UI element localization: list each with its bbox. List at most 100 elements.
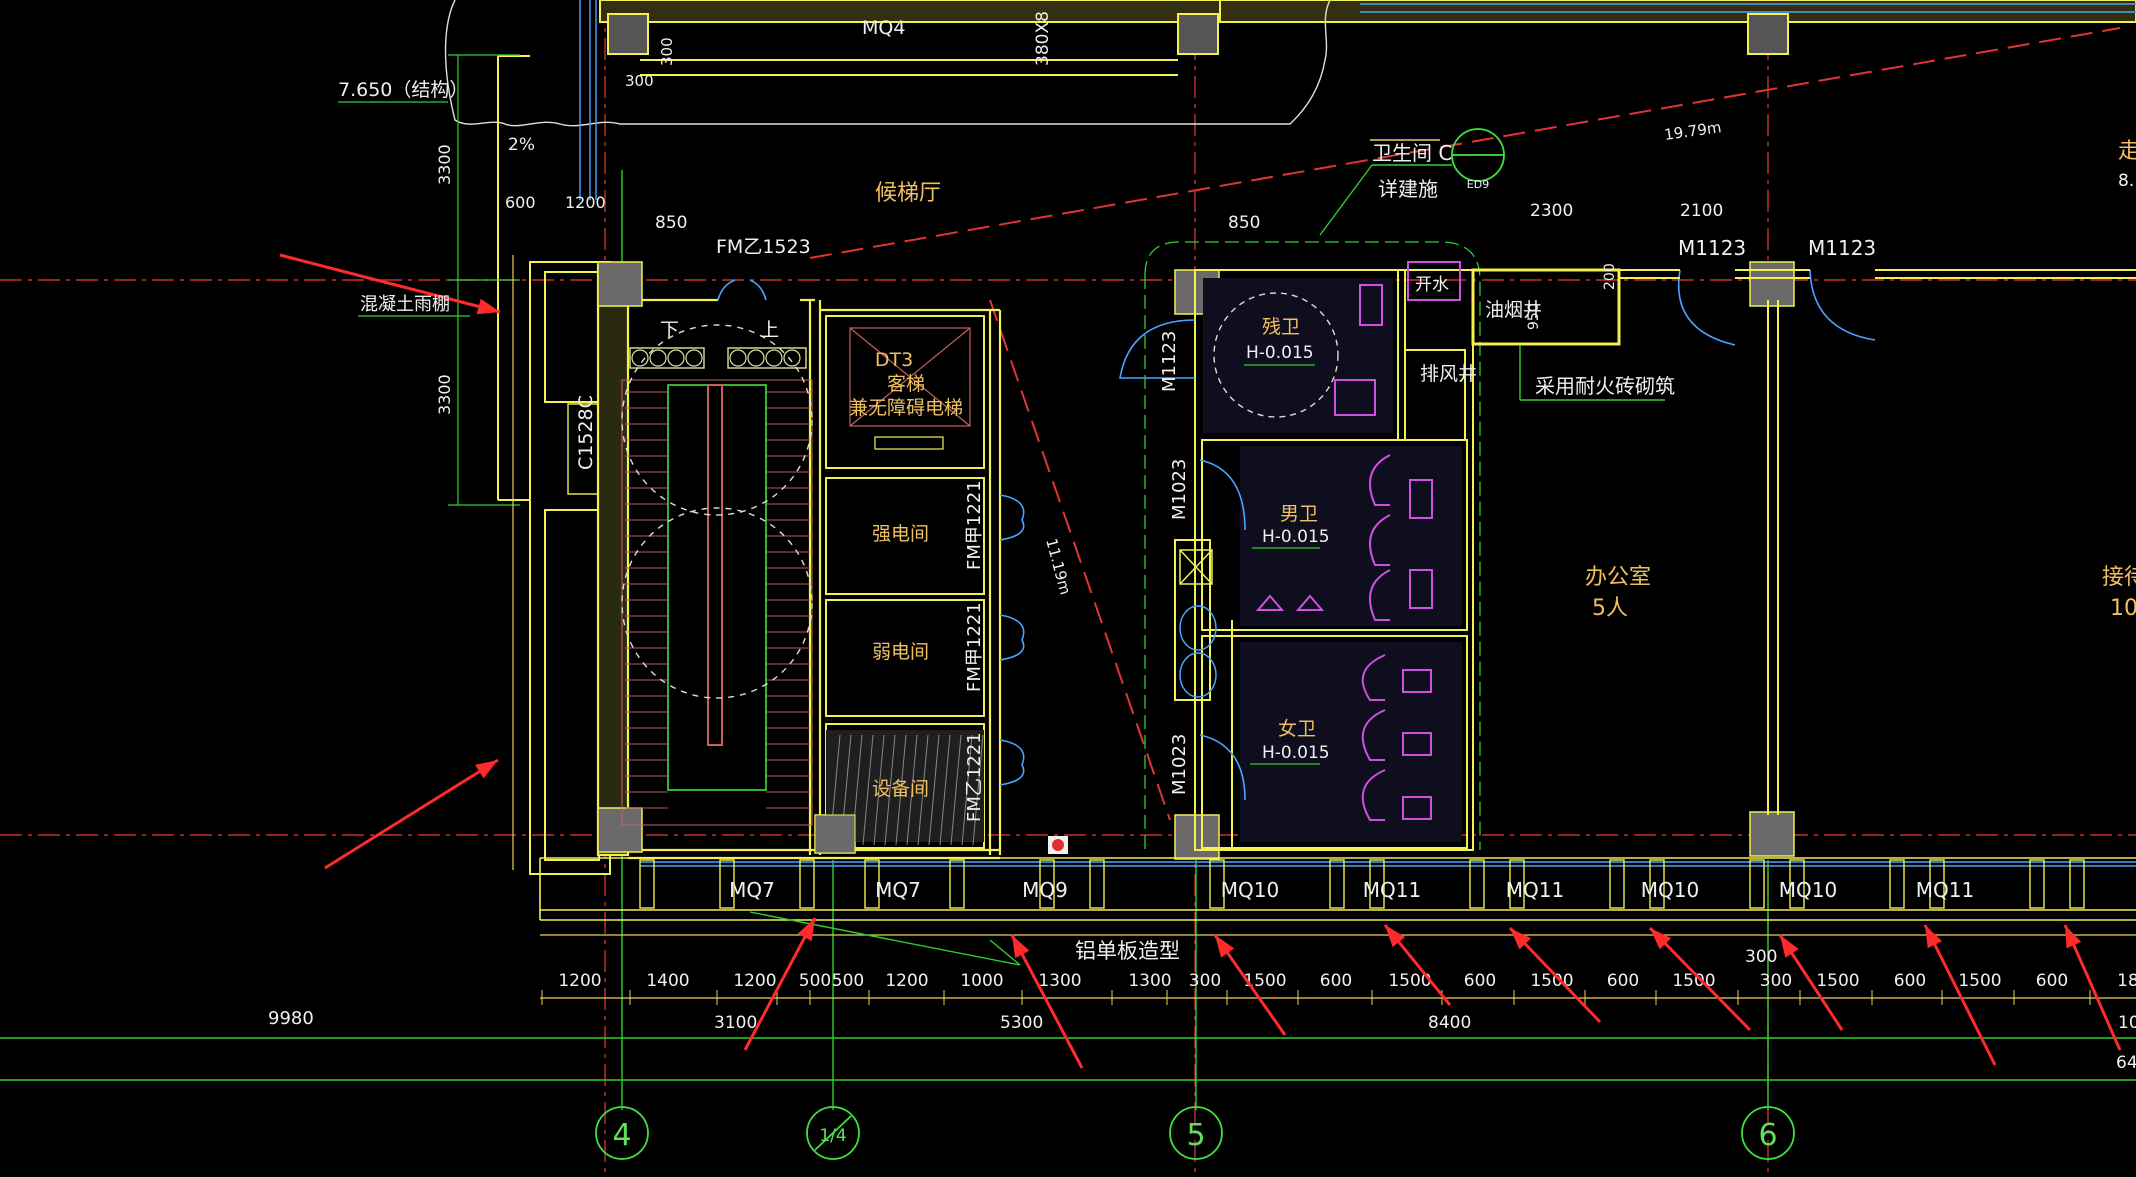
fire-marker-dot — [1052, 839, 1064, 851]
curtain-mullion — [799, 859, 815, 909]
toilet-note: 卫生间 C — [1372, 141, 1452, 165]
axis-14-label: 1/4 — [819, 1126, 846, 1146]
axis-6-label: 6 — [1758, 1118, 1777, 1153]
curtain-mullion — [1889, 859, 1905, 909]
door-m1123-a: M1123 — [1159, 331, 1180, 392]
turn-circle-top — [621, 324, 813, 516]
smoke-shaft-label: 油烟井 — [1485, 299, 1542, 321]
office-walls — [1471, 268, 2136, 815]
annotation-arrow-head — [476, 298, 500, 315]
door-m1123-b: M1123 — [1678, 236, 1746, 260]
water-label: 开水 — [1415, 275, 1449, 295]
curtain-wall-label: MQ10 — [1779, 878, 1837, 902]
bottom-dim-value: 1500 — [1958, 971, 2001, 991]
bottom-dim-value: 300 — [1189, 971, 1221, 991]
bottom-dim-value: 1300 — [1128, 971, 1171, 991]
dim-850-b: 850 — [1228, 213, 1260, 233]
bottom-dim-value: 600 — [1320, 971, 1352, 991]
stair-down-label: 下 — [660, 319, 679, 341]
newel-post — [649, 349, 667, 367]
dim-300-left: 300 — [625, 72, 654, 90]
elevator-label-3: 兼无障碍电梯 — [849, 397, 963, 419]
men-wc-level: H-0.015 — [1262, 527, 1330, 547]
curtain-mullion — [1789, 859, 1805, 909]
newel-post — [631, 349, 649, 367]
curtain-wall-label: MQ11 — [1363, 878, 1421, 902]
slope-length-2: 19.79m — [1663, 118, 1723, 144]
curtain-wall-label: MQ7 — [729, 878, 775, 902]
bottom-dim-value: 1200 — [558, 971, 601, 991]
toilet-walls — [1174, 261, 1474, 851]
revision-cloud — [444, 0, 1331, 127]
weak-elec-label: 弱电间 — [872, 641, 929, 663]
curtain-mullion — [1609, 859, 1625, 909]
newel-post — [747, 349, 765, 367]
hatch-line — [928, 734, 940, 846]
annotation-arrow-head — [475, 760, 498, 779]
bottom-dim-value: 1300 — [1038, 971, 1081, 991]
annotation-arrow-head — [1510, 928, 1531, 950]
hatch-line — [939, 734, 951, 846]
fm-strong-label: FM甲1221 — [964, 480, 985, 570]
bottom-dim-value: 1500 — [1816, 971, 1859, 991]
curtain-mullion — [1649, 859, 1665, 909]
annotation-arrows — [279, 253, 2122, 1069]
annotation-arrow — [279, 253, 501, 314]
canopy-label: 混凝土雨棚 — [360, 294, 450, 315]
top-walls — [599, 0, 2136, 76]
annotation-arrow — [1923, 924, 1997, 1066]
curtain-wall-label: MQ11 — [1916, 878, 1974, 902]
dim-right-2: 64 — [2116, 1053, 2136, 1073]
slope-lines — [809, 27, 2121, 821]
bottom-dim-value: 300 — [1760, 971, 1792, 991]
curtain-mullion — [864, 859, 880, 909]
dim-3300-b: 3300 — [435, 374, 454, 415]
dim-right-1: 10 — [2118, 1013, 2136, 1033]
newel-post — [729, 349, 747, 367]
hatch-line — [862, 734, 874, 846]
bottom-dim-value: 1500 — [1243, 971, 1286, 991]
dim-5300: 5300 — [1000, 1013, 1043, 1033]
curtain-strip — [539, 857, 2136, 921]
women-wc-floor — [1240, 642, 1462, 842]
curtain-mullion — [1209, 859, 1225, 909]
curtain-wall-label: MQ7 — [875, 878, 921, 902]
fm-weak-label: FM甲1221 — [964, 602, 985, 692]
accessible-wc-level: H-0.015 — [1246, 343, 1314, 363]
stair-up-label: 上 — [760, 319, 779, 341]
elevator-label-2: 客梯 — [887, 373, 925, 395]
bottom-dim-value: 500 — [832, 971, 864, 991]
window-stair-label: C1528C — [575, 395, 597, 470]
annotation-arrow — [743, 917, 817, 1051]
women-wc-level: H-0.015 — [1262, 743, 1330, 763]
annotation-arrow — [324, 758, 499, 870]
dim-300-mid: 300 — [1745, 947, 1777, 967]
curtain-mullion — [949, 859, 965, 909]
curtain-mullion — [719, 859, 735, 909]
curtain-top-label: MQ4 — [862, 17, 905, 39]
dim-3100: 3100 — [714, 1013, 757, 1033]
annotation-arrow-head — [797, 918, 815, 942]
annotation-arrow-head — [2065, 925, 2082, 949]
annotation-arrow-head — [1385, 925, 1406, 948]
dim-950: 950 — [1526, 303, 1542, 330]
hatch-line — [873, 734, 885, 846]
annotation-arrow — [1648, 926, 1752, 1032]
curtain-mullion — [2029, 859, 2045, 909]
bottom-dim-value: 600 — [2036, 971, 2068, 991]
toilet-note-2: 详建施 — [1378, 177, 1438, 201]
dim-total-left: 9980 — [268, 1008, 314, 1029]
dim-850-a: 850 — [655, 213, 687, 233]
bottom-dim-value: 1400 — [646, 971, 689, 991]
accessible-wc-label: 残卫 — [1262, 316, 1300, 338]
curtain-mullion — [1509, 859, 1525, 909]
axis-bubbles — [595, 128, 1795, 1160]
dim-200: 200 — [1602, 263, 1618, 290]
axis-lines — [0, 170, 2136, 1110]
elevator-label-1: DT3 — [875, 349, 913, 371]
toilet-note-leader — [1319, 139, 1452, 236]
annotation-arrow — [1010, 934, 1084, 1069]
curtain-glazing — [640, 861, 2136, 867]
hatch-line — [917, 734, 929, 846]
